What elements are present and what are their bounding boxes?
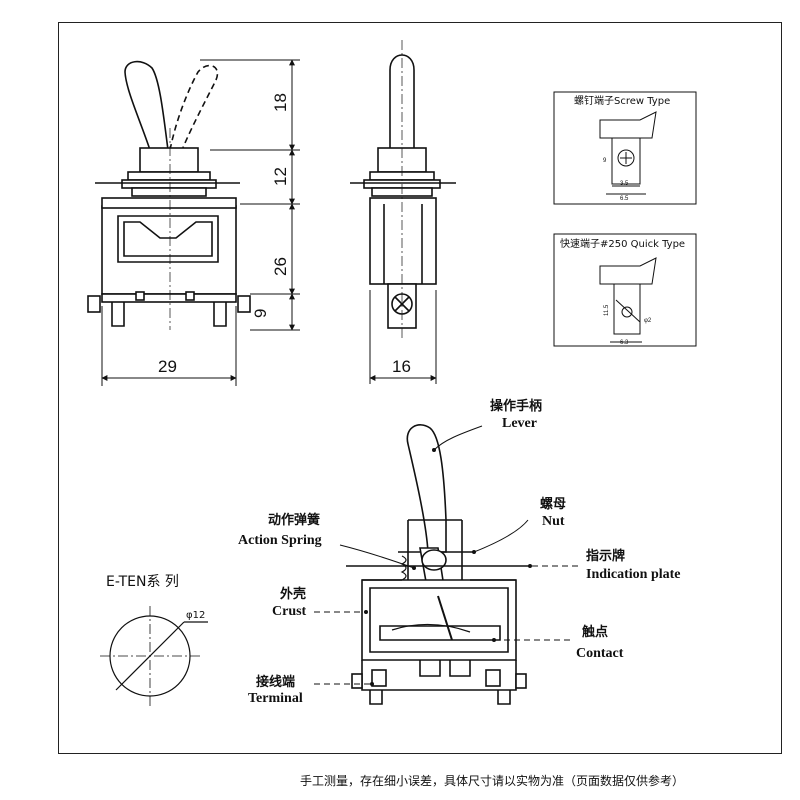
front-view (87, 60, 251, 386)
drawing-frame (58, 22, 782, 754)
label-nut-en: Nut (542, 514, 565, 529)
screw-dim-a: 9 (603, 158, 607, 164)
side-body (369, 197, 437, 285)
quick-type-box (553, 233, 697, 347)
label-plate-cn: 指示牌 (586, 548, 625, 564)
front-lever-alt (169, 64, 219, 151)
dim-body-height: 26 (271, 257, 290, 276)
label-lever-en: Lever (502, 416, 537, 431)
screw-type-title: 螺钉端子Screw Type (574, 94, 670, 107)
screw-type-box (553, 91, 697, 205)
quick-dim-a: 11.5 (604, 304, 610, 316)
side-view (350, 40, 456, 384)
cutaway-shell (361, 579, 517, 661)
label-contact-en: Contact (576, 646, 624, 661)
label-spring-cn: 动作弹簧 (268, 512, 320, 528)
front-lever (124, 60, 169, 151)
dim-bushing-height: 12 (271, 167, 290, 186)
dim-terminal-height: 9 (251, 309, 270, 318)
footer-note: 手工测量，存在细小误差，具体尺寸请以实物为准（页面数据仅供参考） (300, 774, 685, 788)
dim-lever-height: 18 (271, 93, 290, 112)
label-contact-cn: 触点 (581, 624, 608, 640)
cutaway-view (346, 424, 530, 705)
quick-dim-b: φ2 (644, 318, 652, 324)
quick-type-title: 快速端子#250 Quick Type (560, 237, 685, 250)
dim-side-width: 16 (392, 357, 411, 376)
label-terminal-en: Terminal (248, 691, 303, 706)
quick-dim-c: 6.3 (620, 340, 629, 346)
front-nut (127, 171, 211, 181)
label-terminal-cn: 接线端 (256, 674, 295, 690)
front-bushing (139, 147, 199, 173)
front-body (101, 205, 237, 295)
label-spring-en: Action Spring (238, 533, 322, 548)
mounting-hole (100, 606, 208, 706)
label-lever-cn: 操作手柄 (490, 398, 542, 414)
label-nut-cn: 螺母 (540, 496, 566, 512)
height-dimensions (200, 59, 300, 331)
cutaway-lever (406, 424, 447, 553)
screw-dim-b: 3.5 (620, 181, 629, 187)
callout-lines (314, 425, 578, 686)
label-plate-en: Indication plate (586, 567, 681, 582)
hole-diameter: φ12 (186, 610, 205, 621)
label-crust-cn: 外壳 (279, 586, 306, 602)
dim-body-width: 29 (158, 357, 177, 376)
screw-dim-c: 6.5 (620, 196, 629, 202)
label-crust-en: Crust (272, 604, 307, 619)
series-name: E-TEN系 列 (106, 574, 179, 590)
